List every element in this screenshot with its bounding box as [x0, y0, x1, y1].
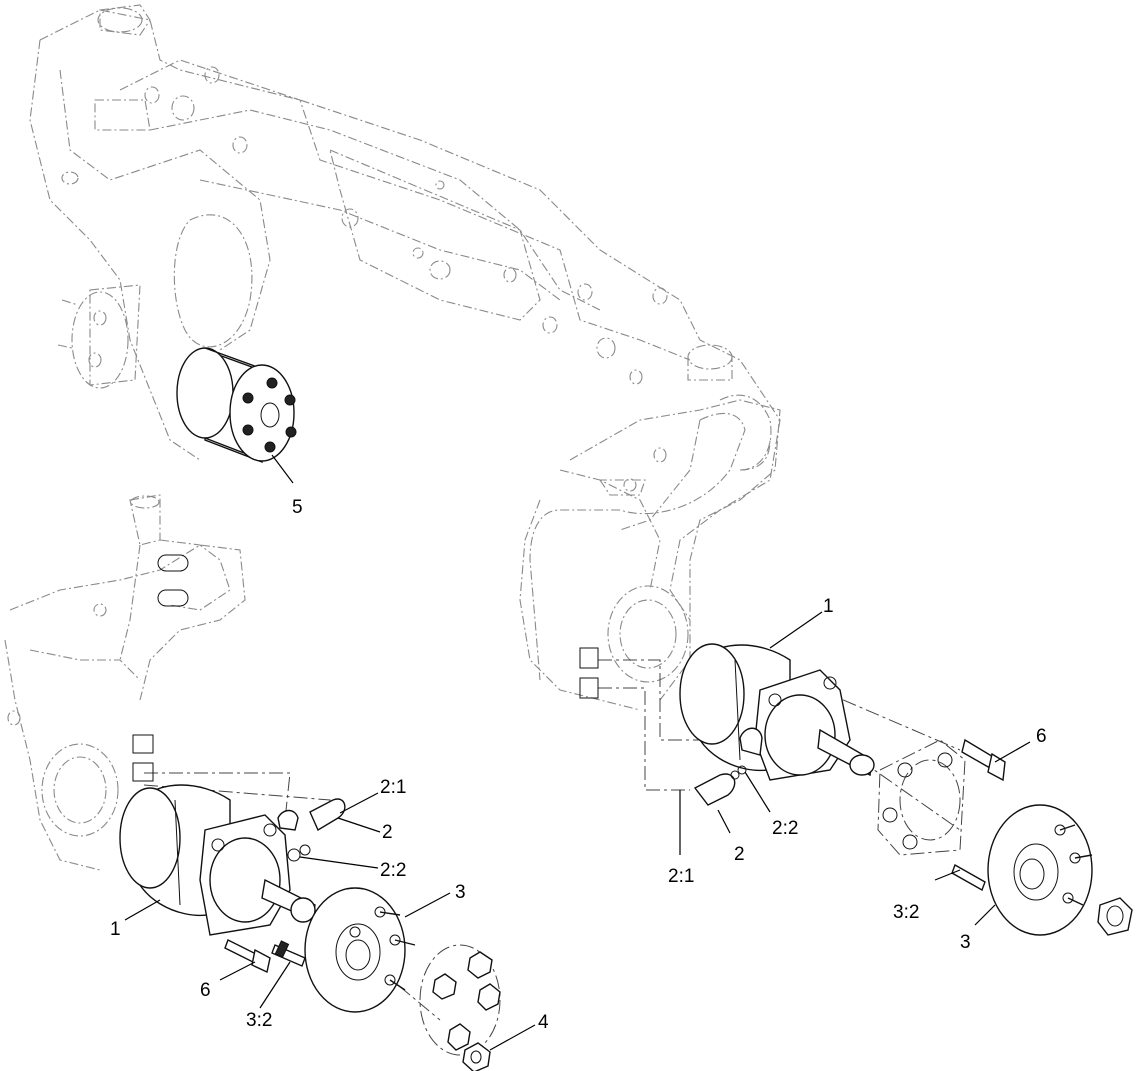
right-adapter-plate	[877, 739, 966, 856]
knuckle-fittings	[132, 554, 599, 782]
callout-6-right: 6	[1036, 726, 1047, 747]
callout-2-1-right: 2:1	[668, 866, 694, 887]
left-wheel-hub-3	[304, 887, 416, 1013]
left-lug-nut-plate	[419, 944, 501, 1056]
callout-3-right: 3	[960, 932, 971, 953]
right-wheel-motor-1	[679, 643, 875, 781]
callout-3-2-left: 3:2	[246, 1010, 272, 1031]
wheel-motor-5	[176, 347, 297, 464]
leader-lines	[124, 454, 1031, 1051]
callout-1-right: 1	[823, 596, 834, 617]
right-lug-nut	[1097, 897, 1133, 936]
callout-2-right: 2	[734, 844, 745, 865]
callout-2-1-left: 2:1	[380, 777, 406, 798]
callout-4: 4	[538, 1012, 549, 1033]
callout-2-left: 2	[382, 822, 393, 843]
callout-labels: 5 1 6 2:1 2 2:2 3:2 3 2:1 2 2:2 3 1 6 3:…	[110, 497, 1047, 1033]
right-bolt-6	[961, 738, 1006, 782]
callout-5: 5	[292, 497, 303, 518]
axle-frame-ghost	[4, 4, 781, 871]
callout-1-left: 1	[110, 919, 121, 940]
left-stud-3-2	[271, 940, 306, 967]
right-wheel-hub-3	[987, 804, 1093, 936]
callout-3-2-right: 3:2	[893, 902, 919, 923]
callout-2-2-right: 2:2	[772, 818, 798, 839]
left-wheel-motor-1	[119, 784, 316, 936]
lug-nut-4	[462, 1042, 491, 1071]
callout-3-left: 3	[455, 882, 466, 903]
left-bolt-6	[224, 939, 271, 974]
right-stud-3-2	[951, 863, 986, 892]
callout-2-2-left: 2:2	[380, 860, 406, 881]
callout-6-left: 6	[200, 980, 211, 1001]
right-hose-fitting-2	[693, 727, 763, 806]
left-hose-fitting-2	[277, 798, 346, 862]
